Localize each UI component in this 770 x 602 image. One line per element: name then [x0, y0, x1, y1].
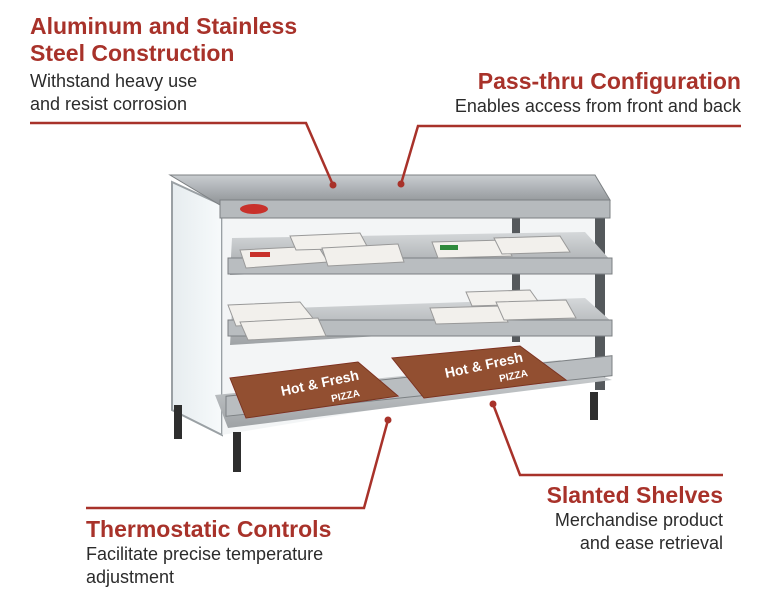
callout-description: Merchandise product: [554, 510, 723, 530]
callout-description: Withstand heavy use: [30, 71, 198, 91]
callout-title: Pass-thru Configuration: [477, 68, 741, 94]
pizza-box: [495, 299, 577, 321]
leg: [590, 392, 598, 420]
leader-line-construction: [30, 121, 335, 186]
callout-thermostatic: Thermostatic Controls Facilitate precise…: [86, 516, 406, 589]
canopy-front: [219, 199, 611, 219]
pizza-box-large-top: [230, 362, 398, 418]
pizza-box-large-top: [392, 346, 566, 398]
callout-description: and ease retrieval: [579, 533, 723, 553]
pizza-box: [239, 317, 327, 341]
pizza-box-large: [391, 345, 568, 399]
rear-post: [512, 212, 520, 342]
leg: [233, 432, 241, 472]
brand-logo: [240, 204, 268, 214]
leader-line-slanted: [491, 403, 723, 477]
callout-description: Facilitate precise temperature: [86, 544, 324, 564]
pizza-box-large: [229, 361, 400, 419]
callout-description: and resist corrosion: [30, 94, 188, 114]
callout-slanted: Slanted Shelves Merchandise product and …: [463, 482, 723, 555]
callout-title: Aluminum and Stainless: [30, 13, 298, 39]
pizza-box: [431, 239, 513, 259]
pizza-box: [321, 243, 405, 267]
callout-title: Steel Construction: [30, 40, 235, 66]
callout-title: Thermostatic Controls: [86, 516, 332, 542]
leader-line-passthru: [399, 124, 741, 185]
pizza-box: [429, 305, 509, 325]
callout-description: adjustment: [86, 567, 175, 587]
leader-line-thermostatic: [86, 419, 390, 510]
glass-side-panel: [171, 180, 223, 437]
callout-construction: Aluminum and Stainless Steel Constructio…: [30, 13, 330, 116]
callout-description: Enables access from front and back: [454, 96, 741, 116]
callout-passthru: Pass-thru Configuration Enables access f…: [401, 68, 741, 118]
callout-title: Slanted Shelves: [546, 482, 723, 508]
leg: [174, 405, 182, 439]
pizza-box: [493, 235, 571, 255]
rear-post: [595, 210, 605, 390]
